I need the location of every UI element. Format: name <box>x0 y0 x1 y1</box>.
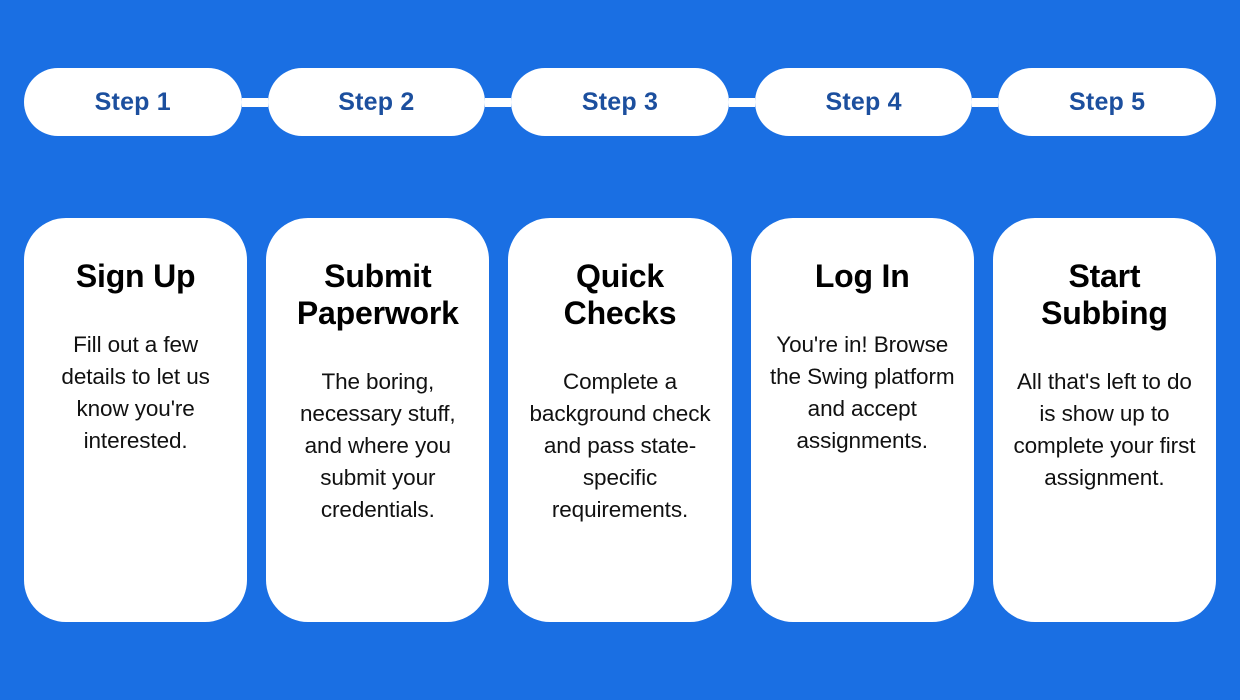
step-pill-label-4: Step 4 <box>825 87 902 116</box>
step-pill-label-1: Step 1 <box>94 87 171 116</box>
step-connector-3-4 <box>728 97 755 107</box>
step-pill-3[interactable]: Step 3 <box>511 68 729 136</box>
step-card-2[interactable]: Submit Paperwork The boring, necessary s… <box>266 218 490 622</box>
step-card-body-4: You're in! Browse the Swing platform and… <box>769 332 955 453</box>
step-card-1[interactable]: Sign Up Fill out a few details to let us… <box>24 218 248 622</box>
step-pill-label-5: Step 5 <box>1069 87 1146 116</box>
step-card-row: Sign Up Fill out a few details to let us… <box>24 218 1217 622</box>
step-card-title-2: Submit Paperwork <box>296 258 459 332</box>
step-pill-5[interactable]: Step 5 <box>998 68 1216 136</box>
step-card-3[interactable]: Quick Checks Complete a background check… <box>508 218 732 622</box>
step-card-body-2: The boring, necessary stuff, and where y… <box>300 369 456 522</box>
step-card-title-1: Sign Up <box>75 258 196 294</box>
step-card-body-3: Complete a background check and pass sta… <box>529 369 711 522</box>
step-card-body-1: Fill out a few details to let us know yo… <box>61 332 210 453</box>
step-card-body-5: All that's left to do is show up to comp… <box>1013 369 1196 491</box>
step-pill-1[interactable]: Step 1 <box>24 68 242 136</box>
step-pill-4[interactable]: Step 4 <box>754 68 973 136</box>
step-connector-2-3 <box>485 97 512 107</box>
step-pill-label-2: Step 2 <box>338 87 415 116</box>
step-pill-row: Step 1 Step 2 Step 3 Step 4 Step 5 <box>24 68 1216 136</box>
step-connector-4-5 <box>972 97 999 107</box>
step-card-4[interactable]: Log In You're in! Browse the Swing platf… <box>750 218 974 622</box>
step-connector-1-2 <box>241 97 268 107</box>
step-card-title-3: Quick Checks <box>563 258 677 332</box>
step-card-5[interactable]: Start Subbing All that's left to do is s… <box>992 218 1217 622</box>
step-card-title-4: Log In <box>814 258 910 294</box>
step-pill-2[interactable]: Step 2 <box>267 68 486 136</box>
step-card-title-5: Start Subbing <box>1041 258 1168 332</box>
step-pill-label-3: Step 3 <box>581 87 659 116</box>
